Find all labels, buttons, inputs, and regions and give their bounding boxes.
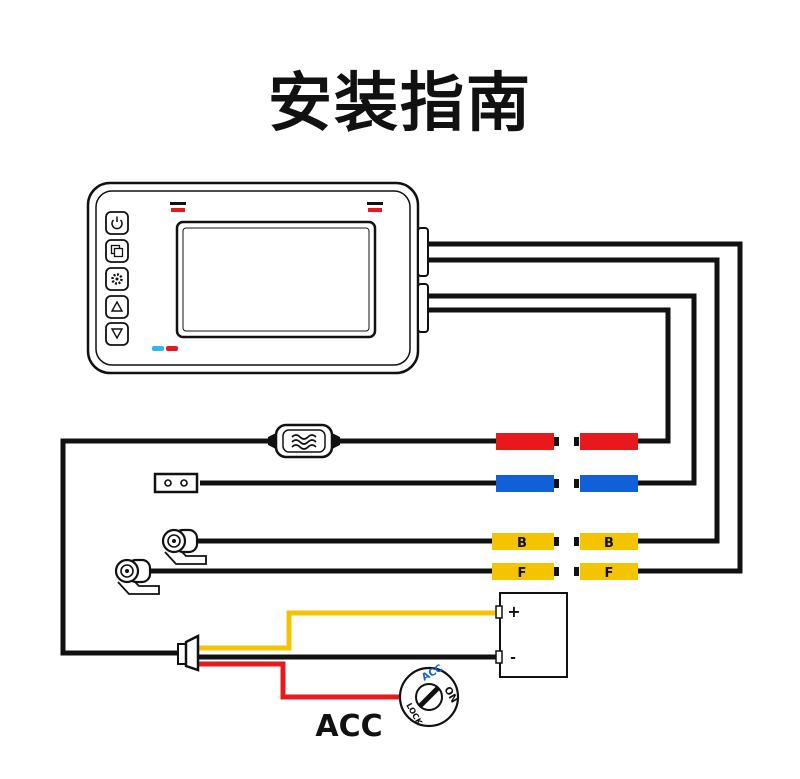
device-button-settings[interactable] — [105, 267, 129, 291]
front-connector-label-left: F — [518, 566, 527, 581]
rear-connector-label-right: B — [604, 536, 614, 551]
rear-connector-label-left: B — [517, 536, 527, 551]
page-title: 安装指南 — [268, 67, 532, 141]
device-screen — [175, 220, 377, 339]
battery-positive-wire — [198, 610, 500, 651]
device-port-bottom — [417, 283, 429, 333]
rear-camera-connector: B B — [492, 533, 638, 551]
dashcam-device — [86, 181, 429, 375]
power-connector — [496, 433, 638, 450]
front-camera-connector: F F — [492, 563, 638, 581]
acc-wire — [198, 661, 402, 700]
fuse-holder — [268, 423, 340, 459]
status-led-blue — [152, 346, 164, 351]
power-icon — [111, 216, 123, 230]
device-cables — [428, 241, 743, 574]
ignition-switch: ACC ON LOCK — [398, 663, 459, 727]
battery: + - — [495, 592, 568, 678]
front-camera — [114, 558, 160, 595]
up-arrow-icon — [110, 300, 124, 312]
battery-negative-label: - — [510, 650, 516, 666]
acc-label: ACC — [315, 709, 382, 744]
status-led-red — [166, 346, 178, 351]
indicator-led-right — [368, 208, 382, 212]
device-button-record[interactable] — [105, 239, 129, 263]
power-plug — [177, 633, 200, 672]
device-button-power[interactable] — [105, 211, 129, 235]
rear-camera — [161, 528, 207, 565]
battery-positive-label: + — [507, 602, 520, 621]
accessory-cables — [60, 438, 496, 656]
gps-connector — [496, 475, 638, 492]
device-button-down[interactable] — [105, 322, 129, 346]
fuse-icon — [291, 434, 317, 440]
down-arrow-icon — [110, 328, 124, 340]
device-port-top — [417, 227, 429, 277]
gps-module — [153, 472, 199, 494]
device-button-up[interactable] — [105, 295, 129, 319]
ignition-key-icon — [418, 686, 440, 708]
indicator-led-left — [171, 208, 185, 212]
settings-icon — [111, 273, 123, 285]
record-icon — [110, 244, 124, 258]
front-connector-label-right: F — [605, 566, 614, 581]
